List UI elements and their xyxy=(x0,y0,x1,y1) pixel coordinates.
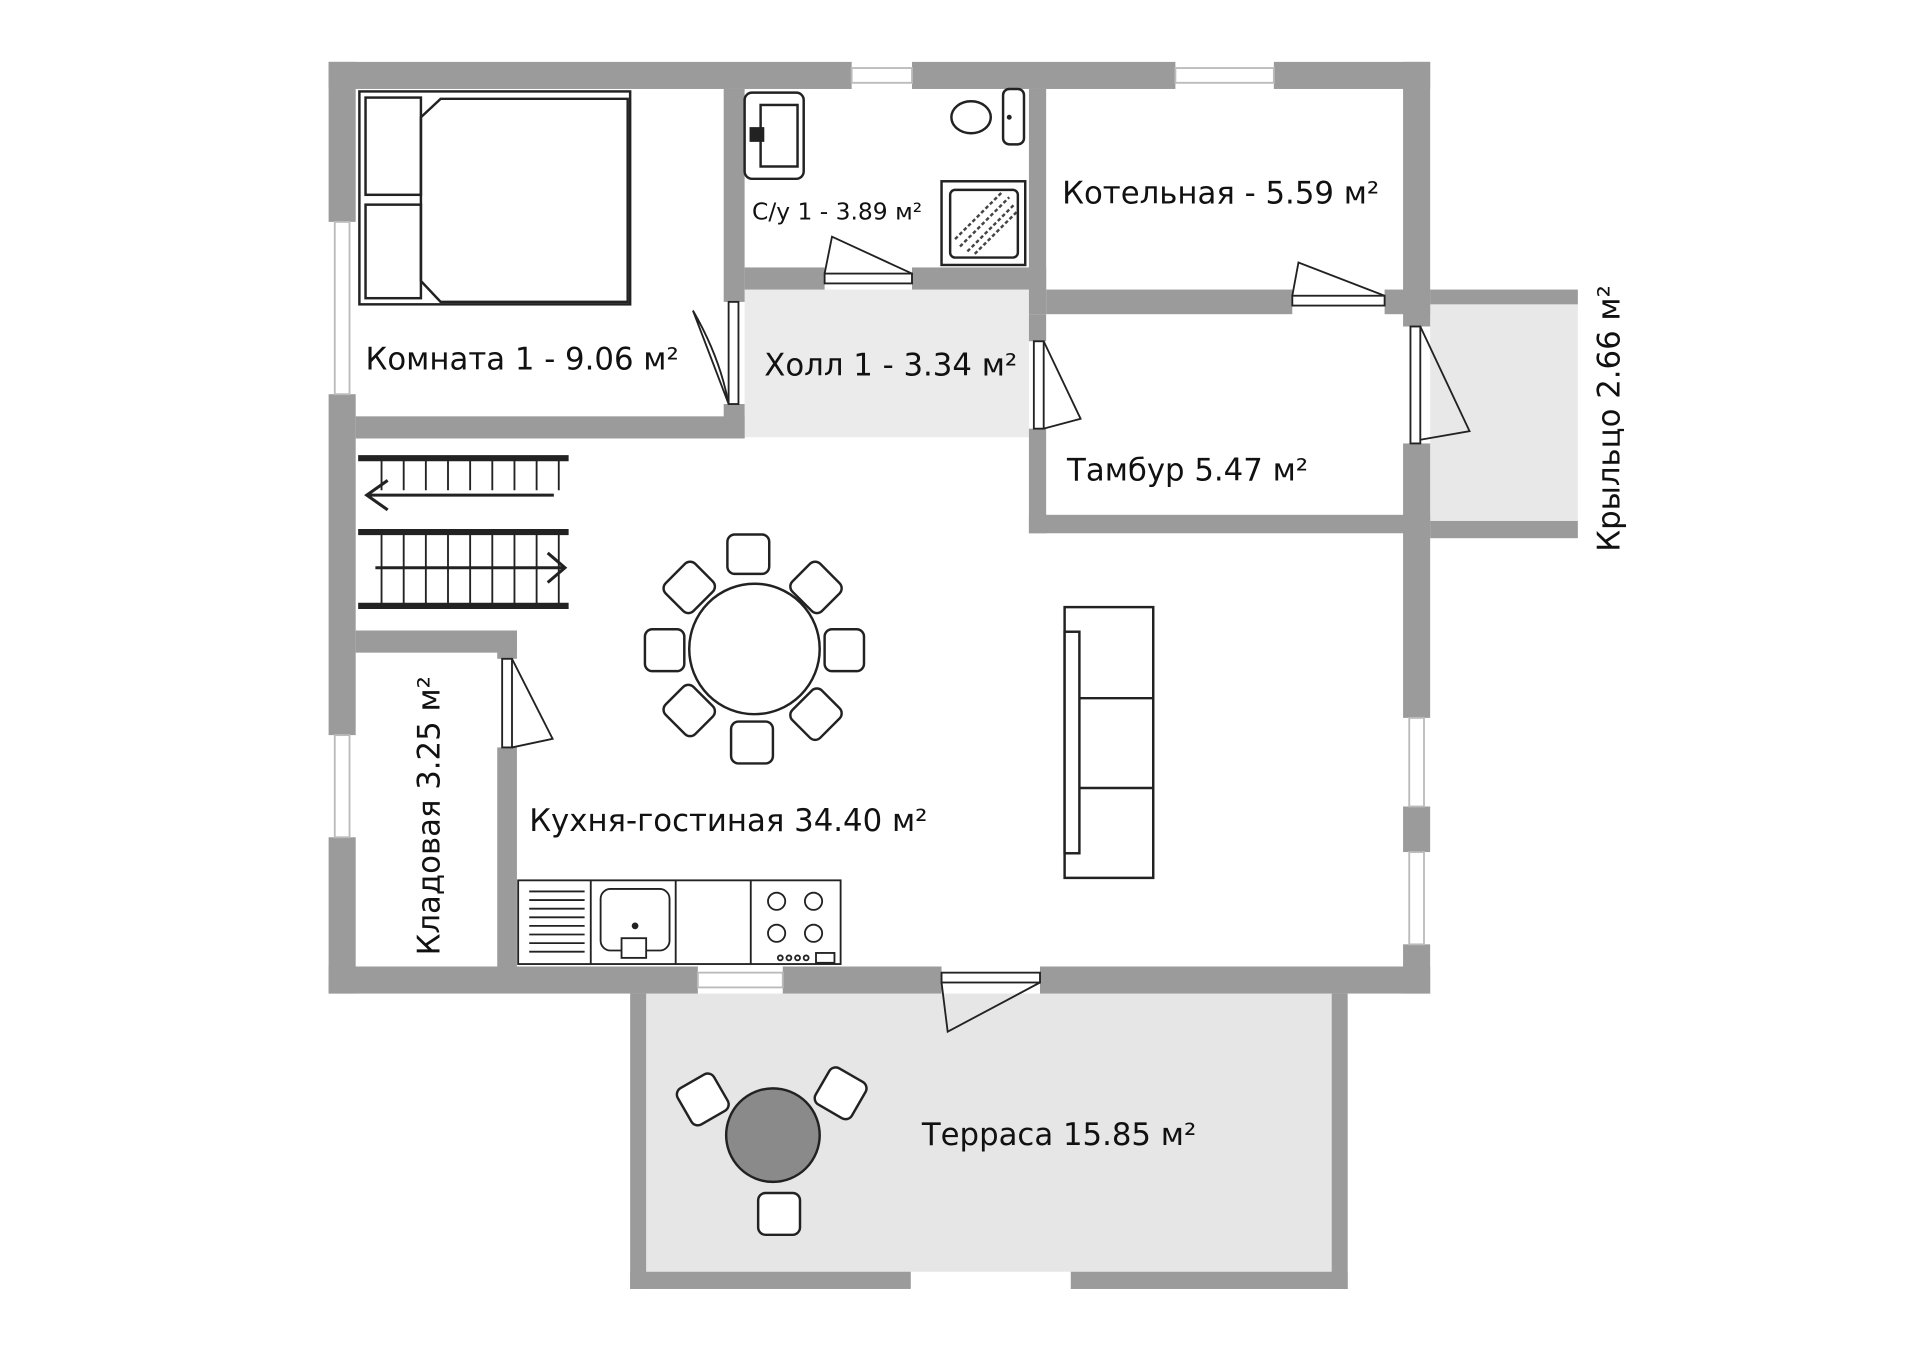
room-label-hall: Холл 1 - 3.34 м² xyxy=(764,348,1017,384)
room-label-tambur: Тамбур 5.47 м² xyxy=(1066,452,1308,488)
dining-table-icon xyxy=(643,533,866,765)
room-label-boiler: Котельная - 5.59 м² xyxy=(1062,175,1379,211)
kitchen-counter-icon xyxy=(517,879,842,965)
room-label-porch: Крыльцо 2.66 м² xyxy=(1592,285,1628,552)
room-label-komnata: Комната 1 - 9.06 м² xyxy=(366,342,679,378)
toilet-icon xyxy=(950,87,1026,146)
sink-icon xyxy=(743,91,805,181)
sofa-icon xyxy=(1063,605,1155,880)
bed-icon xyxy=(358,90,632,306)
room-label-terrace: Терраса 15.85 м² xyxy=(921,1117,1196,1153)
doors xyxy=(501,235,1471,1034)
stairs-icon xyxy=(358,455,569,609)
hall-area xyxy=(744,289,1029,438)
room-label-storage: Кладовая 3.25 м² xyxy=(411,676,447,955)
shower-icon xyxy=(940,180,1027,267)
windows xyxy=(333,67,1425,989)
room-label-kitchen-living: Кухня-гостиная 34.40 м² xyxy=(529,803,927,839)
terrace-table-icon xyxy=(675,1066,868,1237)
room-label-bathroom: С/у 1 - 3.89 м² xyxy=(752,197,922,225)
porch-area xyxy=(1430,304,1578,521)
walls xyxy=(328,61,1578,1289)
